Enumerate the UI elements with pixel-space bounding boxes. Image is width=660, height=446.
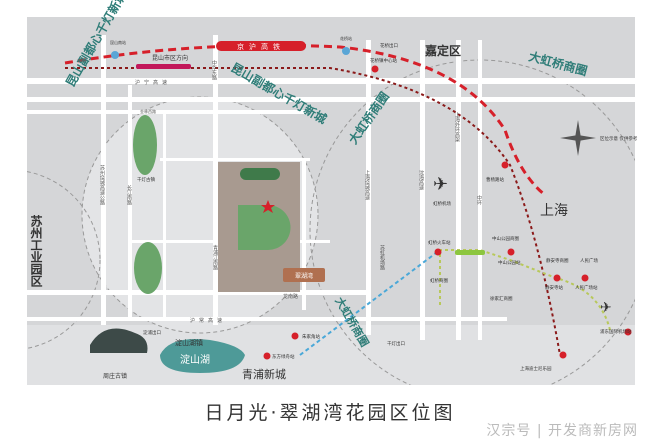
suzhou-label: 苏州工业园区 [29, 214, 43, 288]
road-longnan: 龙南路 [283, 293, 298, 300]
label-dianpu-exit: 淀浦出口 [143, 329, 161, 336]
road-middle-ring: 中环 [476, 194, 482, 206]
qingpu-label: 青浦新城 [242, 367, 286, 381]
label-peoples-square: 人民广场 [580, 257, 598, 264]
label-huaqiao-center: 花桥镇中心站 [370, 57, 397, 64]
label-peoples-station: 人民广场站 [575, 284, 598, 291]
huaqiao-station-icon [342, 47, 350, 55]
kunshan-station-label: 昆山南站 [110, 39, 126, 45]
suzhou-circle [27, 171, 101, 349]
metro-stations [263, 65, 632, 360]
project-label: 翠湖湾 [295, 272, 313, 280]
kunshan-dir-label: 昆山市区方向 [152, 54, 188, 62]
road-shanghai-ring: 上海绕城高速 [364, 169, 370, 201]
project-badge [283, 268, 325, 282]
airplane-icon-pudong: ✈ [600, 300, 612, 316]
park-central [238, 205, 291, 250]
road-jinlin: 金林西路 [140, 108, 156, 114]
lake-label: 淀山湖 [180, 353, 210, 366]
label-hongqiao-hub: 虹桥火车站 [428, 239, 451, 246]
airplane-icon: ✈ [433, 174, 448, 195]
zhouzhuang-icon [90, 328, 148, 353]
project-star-icon [261, 200, 275, 213]
label-zhongshan-station: 中山公园站 [498, 259, 521, 266]
road-qingpu-jiangnan: 青浦江南路 [212, 244, 218, 271]
label-map-note: 区位示意 仅供参考 [600, 135, 638, 142]
label-dongfang: 东方绿舟站 [272, 353, 295, 360]
label-zhujiajiao: 朱家角站 [302, 333, 320, 340]
watermark: 汉宗号 | 开发商新房网 [486, 423, 638, 439]
compass-icon [560, 120, 596, 156]
road-huchang: 沪常高速 [190, 317, 226, 324]
metro-line-2 [439, 249, 611, 331]
label-xujiahui: 徐家汇商圈 [490, 295, 513, 302]
huaqiao-station-label: 花桥站 [340, 35, 352, 41]
kunshan-metro-badge [136, 64, 191, 69]
label-huaqiao-exit: 花桥出口 [380, 42, 398, 49]
label-pudong-airport: 浦东国际机场站 [600, 328, 632, 335]
road-huning: 沪宁高速 [135, 79, 171, 86]
road-outer-ring: 上海外环高架 [454, 111, 460, 143]
road-suhong: 苏虹机场路 [379, 244, 385, 271]
park-badge [240, 168, 280, 180]
road-suzhou-ring: 苏州绕城高速公路 [99, 164, 105, 206]
label-disney: 上海迪士尼乐园 [520, 365, 552, 372]
metro-line-11 [65, 67, 561, 356]
jiading-label: 嘉定区 [424, 43, 461, 58]
road-zhonghua: 中华东路 [211, 59, 217, 81]
jinghu-rail-badge [216, 41, 306, 51]
label-hongqiao-biz: 虹桥商圈 [430, 277, 448, 284]
label-hongqiao-airport: 虹桥机场 [433, 200, 451, 207]
kunshan-station-icon [111, 51, 119, 59]
zhouzhuang-label: 周庄古镇 [103, 372, 127, 380]
road-shenhai: 沈海高速 [418, 169, 424, 191]
label-jingan-station: 静安寺站 [545, 284, 563, 291]
metro-line-17 [299, 249, 441, 356]
jinghu-label: 京沪高铁 [237, 42, 285, 51]
label-zhongshan-park: 中山公园商圈 [492, 235, 519, 242]
jinghu-rail-line [64, 43, 546, 197]
park-2 [134, 242, 162, 294]
label-caoyang: 曹杨路站 [486, 176, 504, 183]
label-qiandeng-old: 千灯古镇 [137, 176, 155, 183]
metro-line-2-segment [455, 250, 485, 255]
park-1 [133, 115, 157, 175]
shanghai-label: 上海 [540, 203, 568, 219]
label-qiandeng-exit: 千灯出口 [387, 340, 405, 347]
label-jingan: 静安寺商圈 [546, 257, 569, 264]
road-changjiang: 长江南路 [126, 184, 132, 206]
dianshan-lake [160, 339, 245, 373]
dianshan-town-label: 淀山湖镇 [175, 338, 203, 347]
map-title: 日月光·翠湖湾花园区位图 [204, 402, 456, 424]
